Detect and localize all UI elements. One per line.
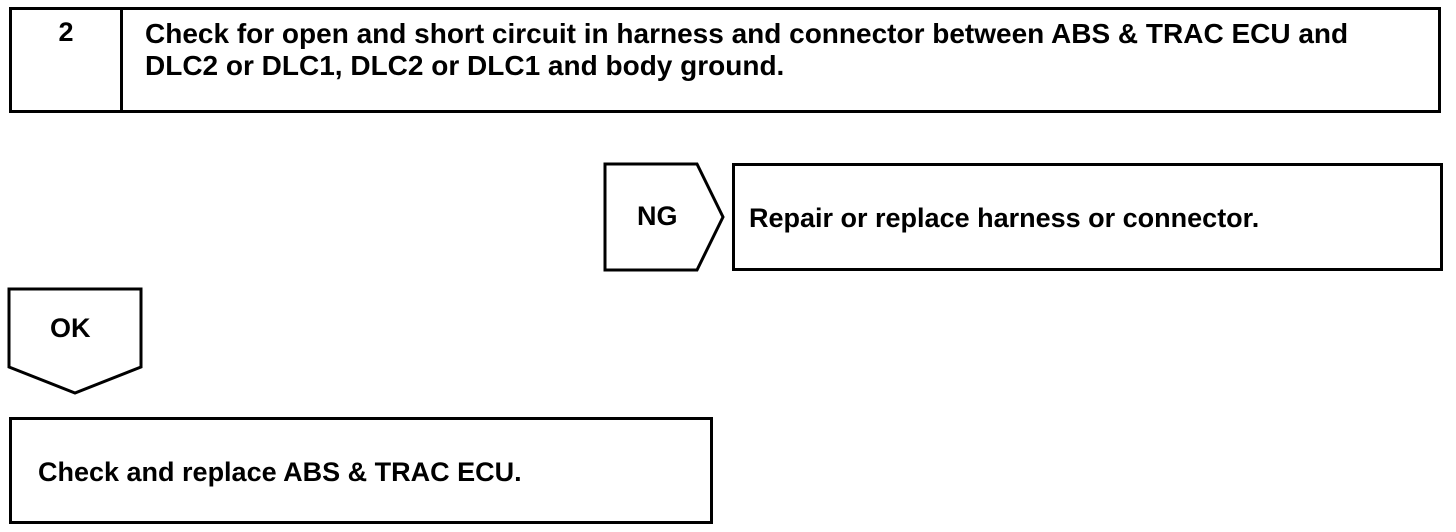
- ng-label: NG: [637, 201, 678, 231]
- ok-arrow-shape: [7, 287, 143, 395]
- ok-action-text: Check and replace ABS & TRAC ECU.: [38, 457, 522, 487]
- ng-result-box: Repair or replace harness or connector.: [732, 163, 1443, 271]
- ng-arrow-shape: [603, 162, 725, 272]
- ok-result-box: Check and replace ABS & TRAC ECU.: [9, 417, 713, 524]
- step-number: 2: [12, 10, 123, 110]
- ng-action-text: Repair or replace harness or connector.: [749, 203, 1260, 233]
- step-header: 2 Check for open and short circuit in ha…: [9, 7, 1441, 113]
- step-title: Check for open and short circuit in harn…: [145, 18, 1349, 81]
- ok-label: OK: [50, 313, 91, 343]
